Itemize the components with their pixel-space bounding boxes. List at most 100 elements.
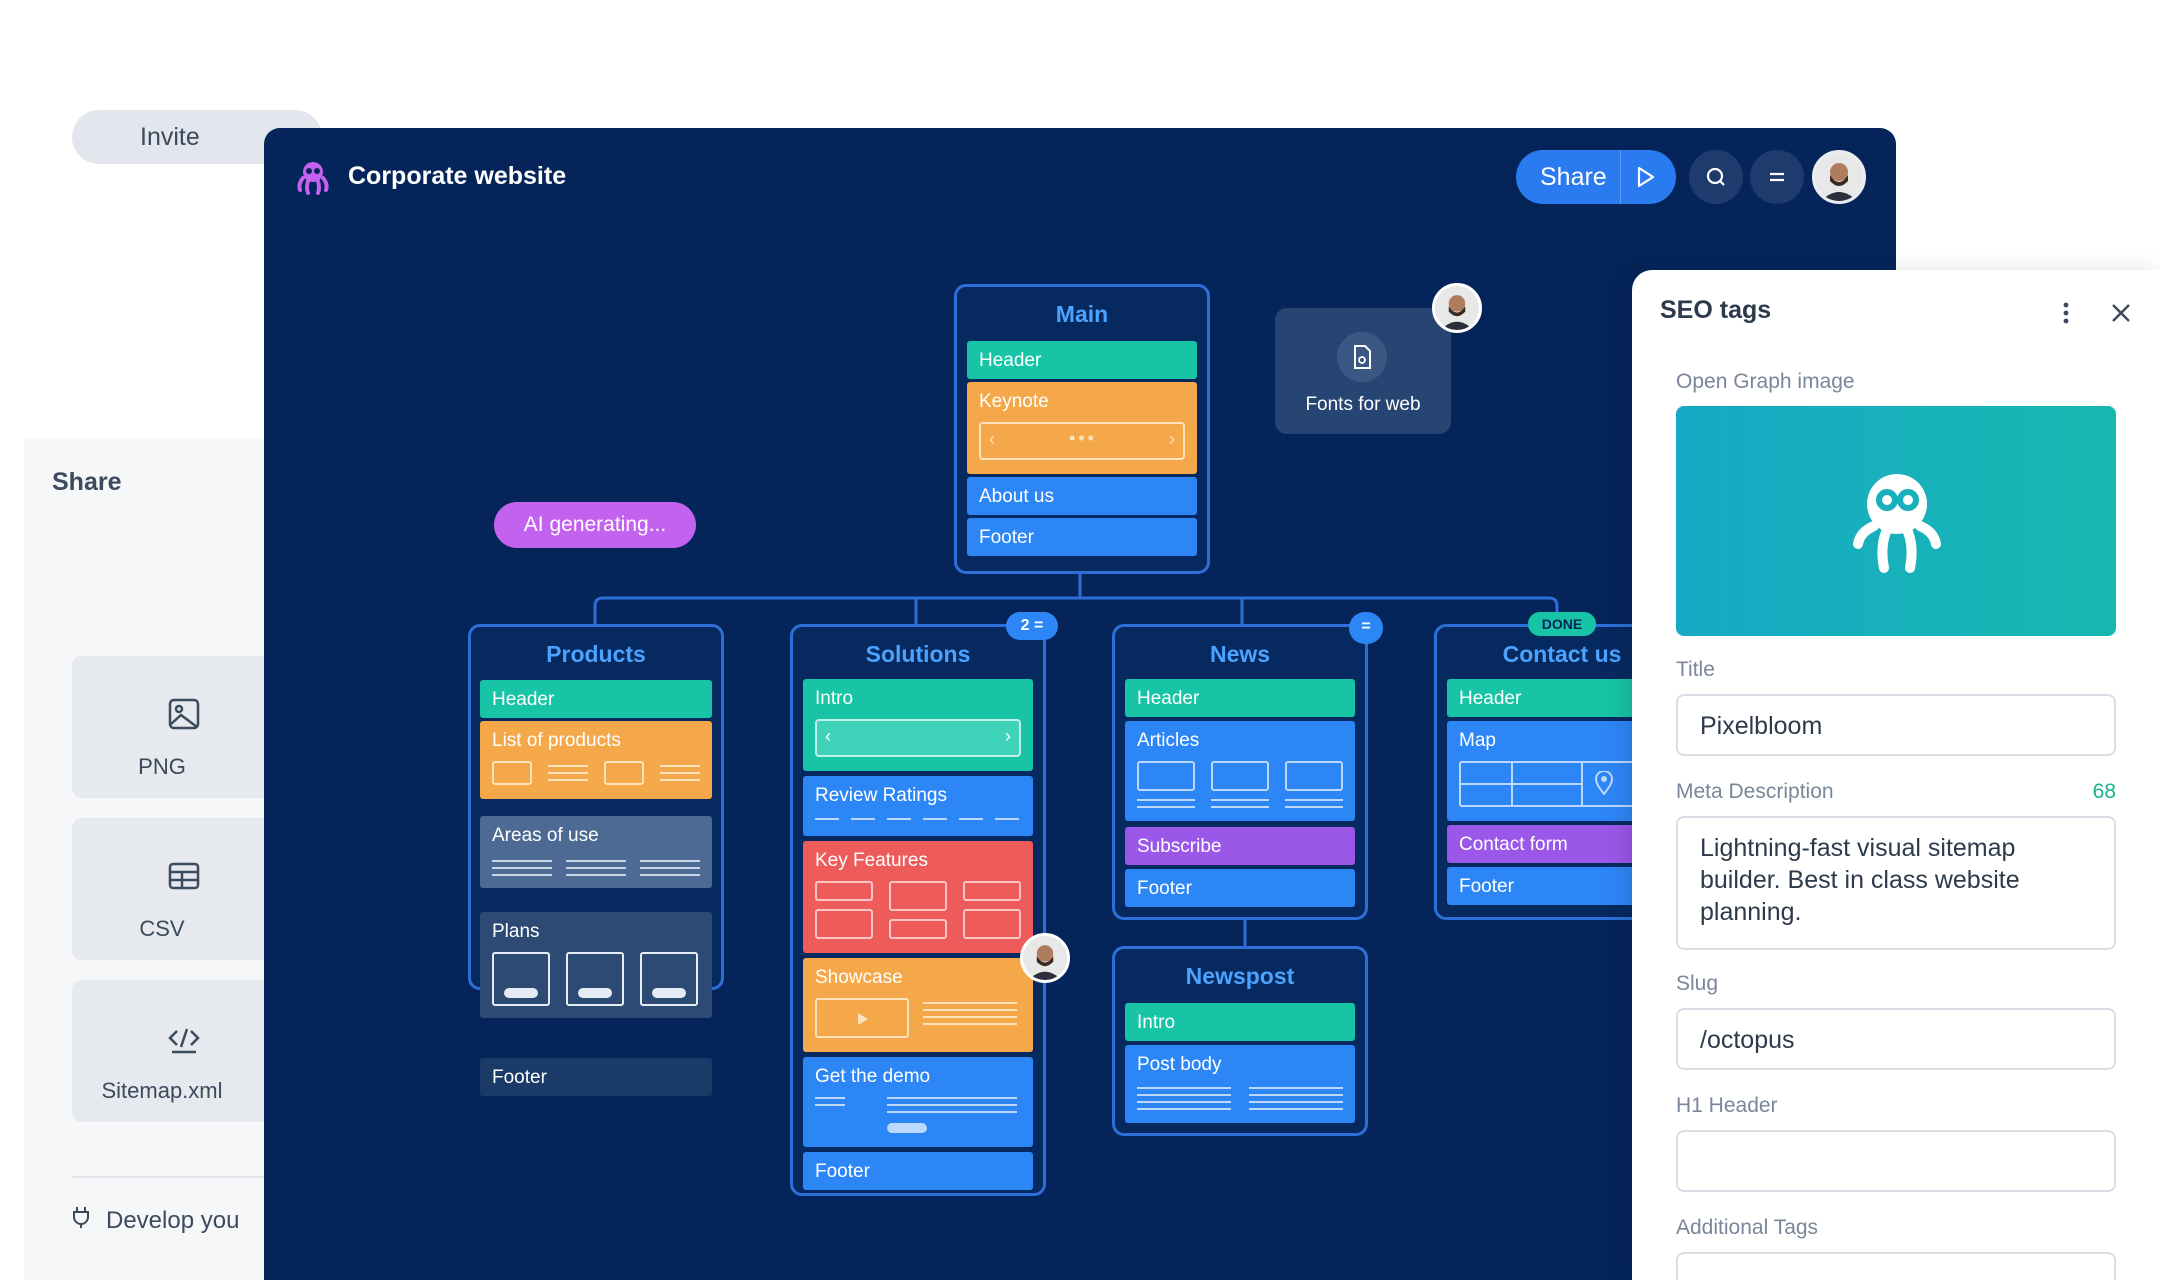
news-block-articles-label: Articles xyxy=(1137,730,1200,751)
sitemap-canvas[interactable]: Main Header Keynote ‹ ••• › About us Foo… xyxy=(264,128,1896,1280)
export-sitemap-label: Sitemap.xml xyxy=(101,1078,223,1103)
solutions-block-intro[interactable]: Intro ‹ › xyxy=(803,679,1033,771)
og-image-preview[interactable] xyxy=(1676,406,2116,636)
develop-label: Develop you xyxy=(106,1207,240,1234)
additional-tags-label: Additional Tags xyxy=(1676,1216,1819,1239)
share-divider xyxy=(72,1176,322,1178)
comment-icon: = xyxy=(1034,617,1044,634)
node-main[interactable]: Main Header Keynote ‹ ••• › About us Foo… xyxy=(954,284,1210,574)
meta-description-field[interactable]: Lightning-fast visual sitemap builder. B… xyxy=(1676,816,2116,950)
products-block-areas-label: Areas of use xyxy=(492,825,599,846)
seo-panel: SEO tags Open Graph image Title Pixelblo… xyxy=(1632,270,2160,1280)
comment-count-badge[interactable]: 2 = xyxy=(1006,612,1058,640)
fonts-for-web-card[interactable]: Fonts for web xyxy=(1275,308,1451,434)
text-lines xyxy=(640,860,700,862)
dots-icon: ••• xyxy=(1069,428,1097,448)
text-lines xyxy=(1137,799,1195,801)
main-block-header[interactable]: Header xyxy=(967,341,1197,379)
node-news[interactable]: News Header Articles Subscribe Footer xyxy=(1112,624,1368,920)
solutions-block-reviews-label: Review Ratings xyxy=(815,785,947,806)
news-block-articles[interactable]: Articles xyxy=(1125,721,1355,821)
products-block-footer[interactable]: Footer xyxy=(480,1058,712,1096)
chevron-right-icon: › xyxy=(1005,726,1011,746)
text-lines xyxy=(660,765,700,767)
product-thumb xyxy=(604,761,644,785)
rating-dashes xyxy=(815,818,1021,820)
h1-header-field[interactable] xyxy=(1676,1130,2116,1192)
slug-field[interactable]: /octopus xyxy=(1676,1008,2116,1070)
main-block-keynote[interactable]: Keynote ‹ ••• › xyxy=(967,382,1197,474)
solutions-block-intro-label: Intro xyxy=(815,688,854,709)
newspost-block-intro[interactable]: Intro xyxy=(1125,1003,1355,1041)
file-icon xyxy=(1337,332,1387,382)
solutions-block-showcase-label: Showcase xyxy=(815,967,903,988)
news-block-header[interactable]: Header xyxy=(1125,679,1355,717)
text-lines xyxy=(887,1097,1017,1099)
text-lines xyxy=(1137,1087,1231,1089)
fonts-for-web-label: Fonts for web xyxy=(1305,394,1421,415)
solutions-block-demo[interactable]: Get the demo xyxy=(803,1057,1033,1147)
video-thumb xyxy=(815,998,909,1038)
solutions-block-showcase[interactable]: Showcase xyxy=(803,958,1033,1052)
node-solutions[interactable]: Solutions Intro ‹ › Review Ratings Key F… xyxy=(790,624,1046,1196)
close-icon[interactable] xyxy=(2110,302,2132,324)
solutions-block-reviews[interactable]: Review Ratings xyxy=(803,776,1033,836)
product-thumb xyxy=(492,761,532,785)
h1-header-label: H1 Header xyxy=(1676,1094,1778,1117)
feature-card xyxy=(963,881,1021,901)
chevron-left-icon: ‹ xyxy=(825,726,831,746)
demo-button-shape xyxy=(887,1123,927,1133)
article-card xyxy=(1285,761,1343,791)
article-card xyxy=(1137,761,1195,791)
products-block-areas[interactable]: Areas of use xyxy=(480,816,712,888)
comment-icon: = xyxy=(1361,618,1371,635)
node-newspost[interactable]: Newspost Intro Post body xyxy=(1112,946,1368,1136)
meta-description-count: 68 xyxy=(2092,780,2116,803)
search-button[interactable] xyxy=(1689,150,1743,204)
products-block-plans-label: Plans xyxy=(492,921,540,942)
share-button-label: Share xyxy=(1540,163,1607,191)
products-block-plans[interactable]: Plans xyxy=(480,912,712,1018)
node-solutions-title: Solutions xyxy=(865,641,971,667)
main-block-keynote-label: Keynote xyxy=(979,391,1049,412)
share-button-separator xyxy=(1620,150,1621,204)
text-lines xyxy=(923,1002,1017,1004)
ai-generating-badge: AI generating... xyxy=(494,502,696,548)
newspost-block-body-label: Post body xyxy=(1137,1054,1222,1075)
octopus-logo-icon xyxy=(1853,474,1941,573)
additional-tags-field[interactable] xyxy=(1676,1252,2116,1280)
feature-card xyxy=(963,909,1021,939)
og-image-label: Open Graph image xyxy=(1676,370,1855,393)
develop-link[interactable]: Develop you xyxy=(72,1206,239,1235)
solutions-block-features-label: Key Features xyxy=(815,850,928,871)
feature-card xyxy=(815,909,873,939)
products-block-header[interactable]: Header xyxy=(480,680,712,718)
node-contact-title: Contact us xyxy=(1502,641,1622,667)
solutions-block-footer[interactable]: Footer xyxy=(803,1152,1033,1190)
news-block-subscribe[interactable]: Subscribe xyxy=(1125,827,1355,865)
menu-button[interactable] xyxy=(1750,150,1804,204)
news-block-footer[interactable]: Footer xyxy=(1125,869,1355,907)
chevron-right-icon: › xyxy=(1169,429,1175,449)
collaborator-avatar-2[interactable] xyxy=(1020,933,1070,983)
main-block-footer[interactable]: Footer xyxy=(967,518,1197,556)
title-field[interactable]: Pixelbloom xyxy=(1676,694,2116,756)
app-window: Corporate website Share xyxy=(264,128,1896,1280)
node-newspost-title: Newspost xyxy=(1185,963,1295,989)
more-vertical-icon[interactable] xyxy=(2056,300,2076,326)
comment-count: 2 xyxy=(1020,617,1030,634)
code-icon xyxy=(168,1028,200,1054)
intro-slider: ‹ › xyxy=(815,719,1021,757)
play-icon[interactable] xyxy=(1632,164,1658,190)
main-block-about[interactable]: About us xyxy=(967,477,1197,515)
solutions-block-demo-label: Get the demo xyxy=(815,1066,931,1087)
share-button[interactable]: Share xyxy=(1516,150,1676,204)
solutions-block-features[interactable]: Key Features xyxy=(803,841,1033,953)
comment-icon-badge[interactable]: = xyxy=(1349,612,1383,644)
newspost-block-body[interactable]: Post body xyxy=(1125,1045,1355,1123)
products-block-list[interactable]: List of products xyxy=(480,721,712,799)
text-lines xyxy=(1211,799,1269,801)
collaborator-avatar[interactable] xyxy=(1432,283,1482,333)
user-avatar[interactable] xyxy=(1812,150,1866,204)
